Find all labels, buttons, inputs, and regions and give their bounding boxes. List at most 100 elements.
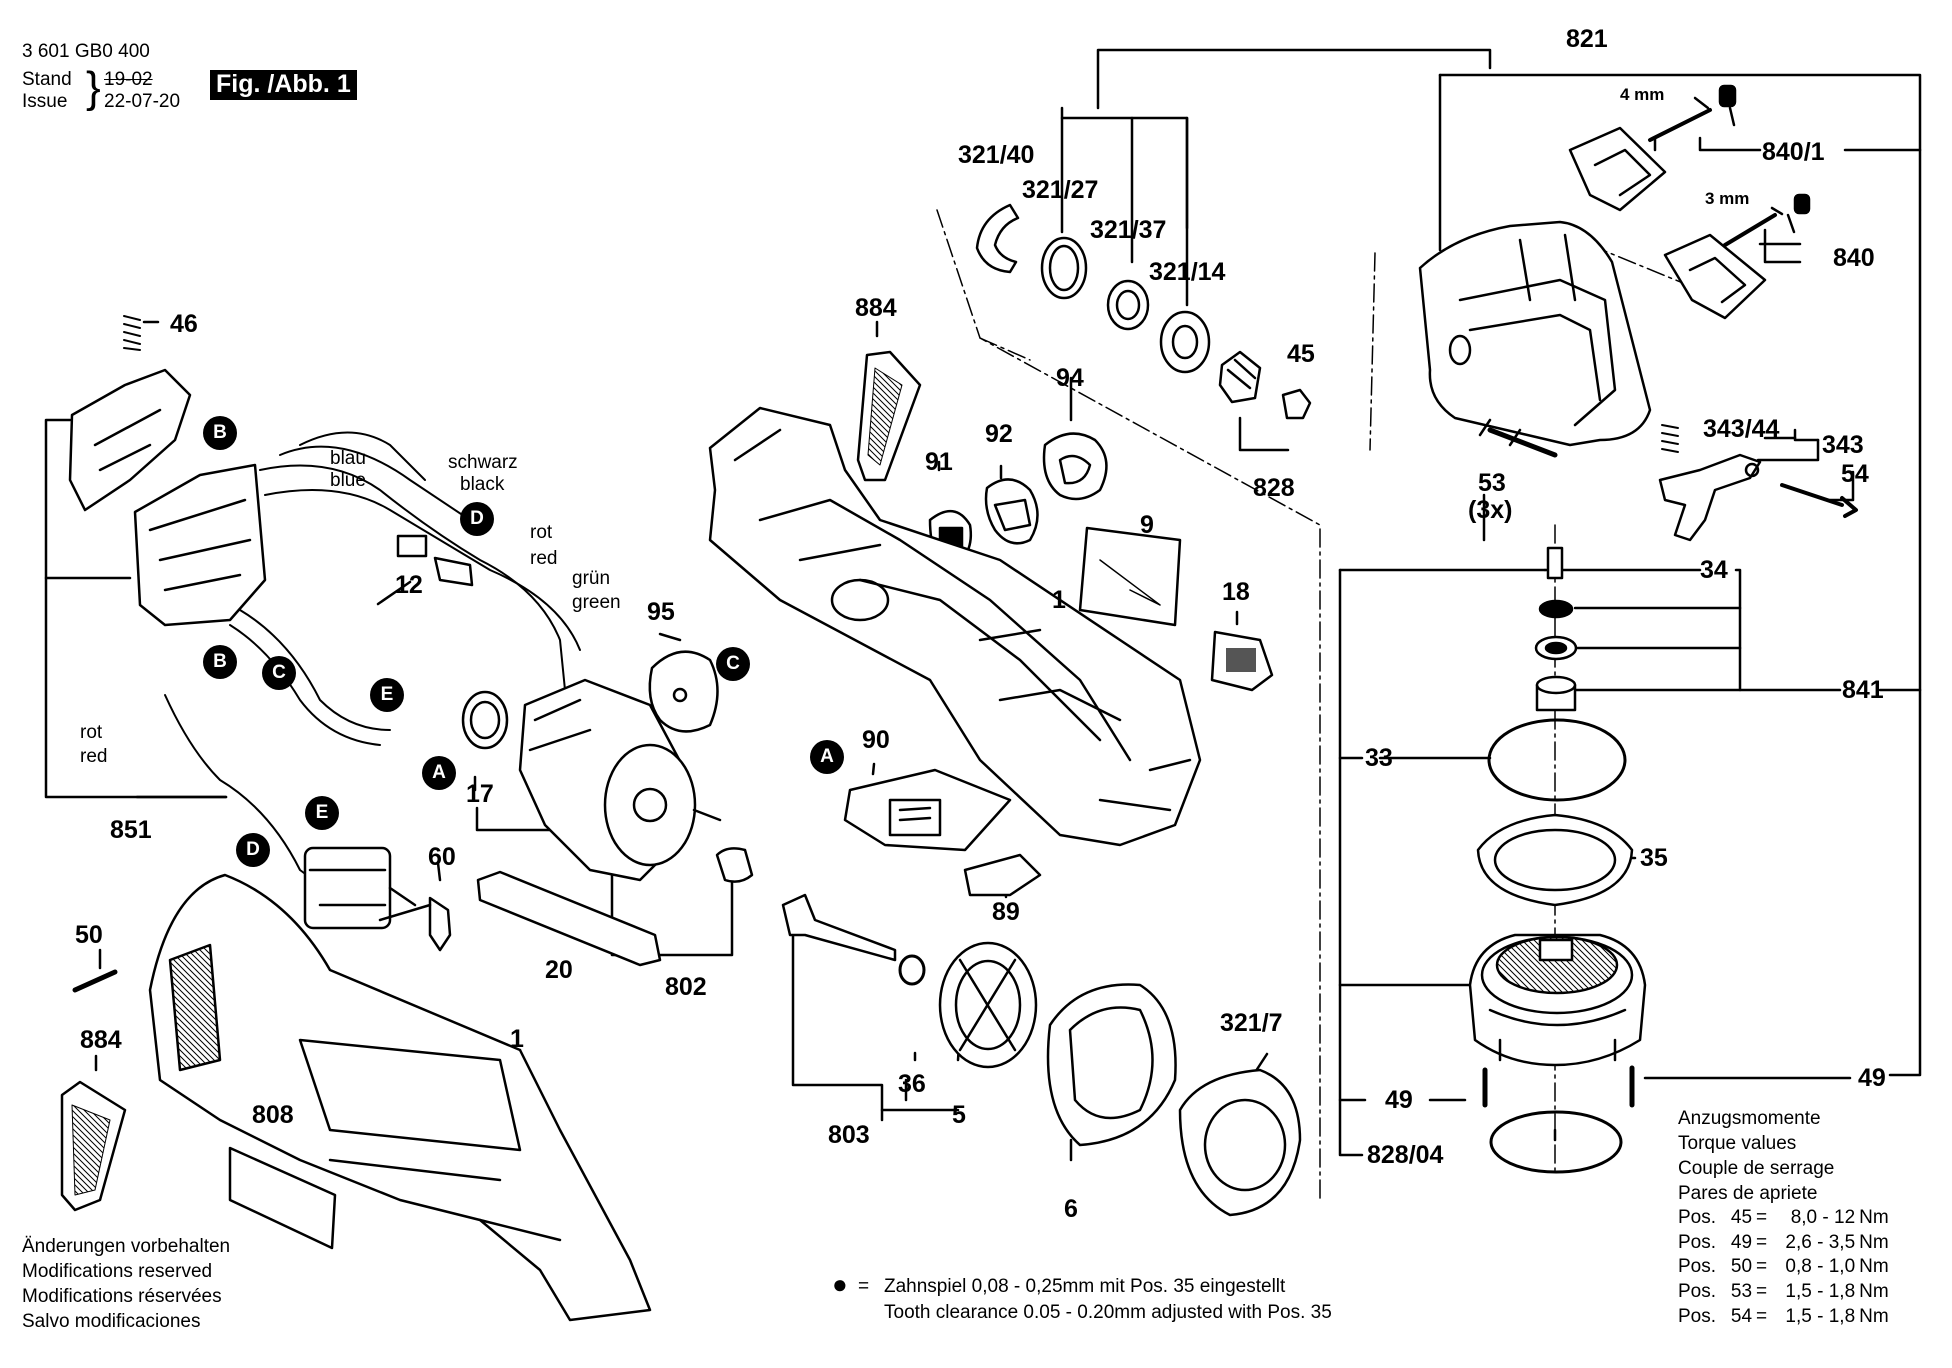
torque-unit: Nm <box>1859 1231 1889 1253</box>
bearing-set <box>975 203 1312 420</box>
callout-53: 53 <box>1478 469 1506 497</box>
callout-6: 6 <box>1064 1195 1078 1223</box>
callout-12: 12 <box>395 571 423 599</box>
disclaimer-de: Änderungen vorbehalten <box>22 1236 231 1257</box>
callout-49-right: 49 <box>1858 1064 1886 1092</box>
screw-53 <box>1487 427 1558 458</box>
brush-holder-parts <box>928 432 1108 572</box>
spring-343-44 <box>1661 424 1679 453</box>
torque-title-de: Anzugsmomente <box>1678 1108 1821 1129</box>
torque-num: 50 <box>1730 1256 1753 1278</box>
callout-828-04: 828/04 <box>1367 1141 1444 1169</box>
wire-label-black: black <box>460 474 505 495</box>
bushing-802 <box>715 847 754 883</box>
leader-lines <box>44 48 1922 1162</box>
spanner-20 <box>476 870 662 967</box>
battery-terminal-module <box>68 368 267 627</box>
motor-housing-top <box>708 406 1202 847</box>
callout-321-37: 321/37 <box>1090 216 1167 244</box>
torque-pos: Pos. <box>1678 1231 1717 1253</box>
stand-label: Stand <box>22 69 72 90</box>
disclaimer-es: Salvo modificaciones <box>22 1311 201 1333</box>
torque-value: 1,5 - 1,8 <box>1785 1305 1856 1327</box>
wiring <box>164 431 581 886</box>
callout-49-left: 49 <box>1385 1086 1413 1114</box>
disclaimer-block: Änderungen vorbehalten Modifications res… <box>22 1234 230 1334</box>
issue-label: Issue <box>22 91 68 112</box>
label-9 <box>1078 526 1182 627</box>
torque-num: 54 <box>1730 1305 1753 1327</box>
callout-54: 54 <box>1841 460 1869 488</box>
footnote-line-1: Zahnspiel 0,08 - 0,25mm mit Pos. 35 eing… <box>884 1276 1286 1297</box>
screw-54 <box>1780 483 1858 518</box>
callout-828: 828 <box>1253 474 1295 502</box>
callout-91: 91 <box>925 448 953 476</box>
torque-row: Pos. 53 = 1,5 - 1,8 Nm <box>1676 1280 1891 1305</box>
torque-row: Pos. 54 = 1,5 - 1,8 Nm <box>1676 1305 1891 1330</box>
wire-label-schwarz: schwarz <box>448 452 518 473</box>
bevel-gear-assembly <box>1468 933 1647 1067</box>
torque-value: 1,5 - 1,8 <box>1785 1281 1856 1303</box>
wire-label-red-2: red <box>80 746 108 767</box>
part-89 <box>963 853 1042 897</box>
torque-titles: Anzugsmomente Torque values Couple de se… <box>1678 1106 1834 1206</box>
torque-num: 53 <box>1730 1281 1753 1303</box>
marker-c-2: C <box>716 647 750 681</box>
callout-45: 45 <box>1287 340 1315 368</box>
callout-35: 35 <box>1640 844 1668 872</box>
marker-d-1: D <box>460 502 494 536</box>
air-grille-top <box>856 350 922 482</box>
disclaimer-en: Modifications reserved <box>22 1261 213 1283</box>
lever-343 <box>1658 453 1762 542</box>
spindle-lock-button-large <box>1568 84 1737 212</box>
callout-321-40: 321/40 <box>958 141 1035 169</box>
callout-34: 34 <box>1700 556 1728 584</box>
wire-label-rot-1: rot <box>530 522 553 543</box>
callout-92: 92 <box>985 420 1013 448</box>
callout-840: 840 <box>1833 244 1875 272</box>
torque-table: Pos. 45 = 8,0 - 12 Nm Pos. 49 = 2,6 - 3,… <box>1676 1206 1891 1329</box>
o-ring-bottom <box>1489 1110 1623 1174</box>
torque-value: 0,8 - 1,0 <box>1785 1256 1856 1278</box>
footnote-equals: = <box>858 1276 870 1297</box>
ring-gear-5 <box>938 941 1038 1069</box>
callout-884-bottom: 884 <box>80 1026 122 1054</box>
spindle-803 <box>781 893 926 986</box>
callout-321-7: 321/7 <box>1220 1009 1283 1037</box>
torque-num: 45 <box>1730 1207 1753 1228</box>
callout-841: 841 <box>1842 676 1884 704</box>
callout-821: 821 <box>1566 25 1608 53</box>
handle-housing-bottom <box>148 873 652 1322</box>
marker-e-1: E <box>370 678 404 712</box>
torque-pos: Pos. <box>1678 1305 1717 1327</box>
connector-12 <box>396 534 428 558</box>
callout-803: 803 <box>828 1121 870 1149</box>
cover-321-7 <box>1178 1068 1302 1217</box>
callout-50: 50 <box>75 921 103 949</box>
callout-321-27: 321/27 <box>1022 176 1099 204</box>
callout-95: 95 <box>647 598 675 626</box>
ring-17 <box>461 690 509 750</box>
torque-eq: = <box>1756 1231 1768 1253</box>
marker-d-2: D <box>236 833 270 867</box>
callout-1-bottom: 1 <box>510 1025 524 1053</box>
callout-840-1: 840/1 <box>1762 138 1825 166</box>
callout-851: 851 <box>110 816 152 844</box>
screw-50 <box>72 969 118 993</box>
disclaimer-fr: Modifications réservées <box>22 1286 222 1308</box>
marker-c-1: C <box>262 656 296 690</box>
torque-unit: Nm <box>1859 1305 1889 1327</box>
torque-title-fr: Couple de serrage <box>1678 1158 1835 1180</box>
callout-89: 89 <box>992 898 1020 926</box>
spindle-lock-button-small <box>1663 193 1811 320</box>
torque-pos: Pos. <box>1678 1256 1717 1278</box>
footnote-line-2: Tooth clearance 0.05 - 0.20mm adjusted w… <box>884 1302 1332 1323</box>
torque-title-en: Torque values <box>1678 1133 1797 1155</box>
callout-321-14: 321/14 <box>1149 258 1226 286</box>
callout-5: 5 <box>952 1101 966 1129</box>
callout-33: 33 <box>1365 744 1393 772</box>
pin-34 <box>1546 546 1564 580</box>
doc-number: 3 601 GB0 400 <box>22 41 150 62</box>
figure-title: Fig. /Abb. 1 <box>210 70 357 100</box>
